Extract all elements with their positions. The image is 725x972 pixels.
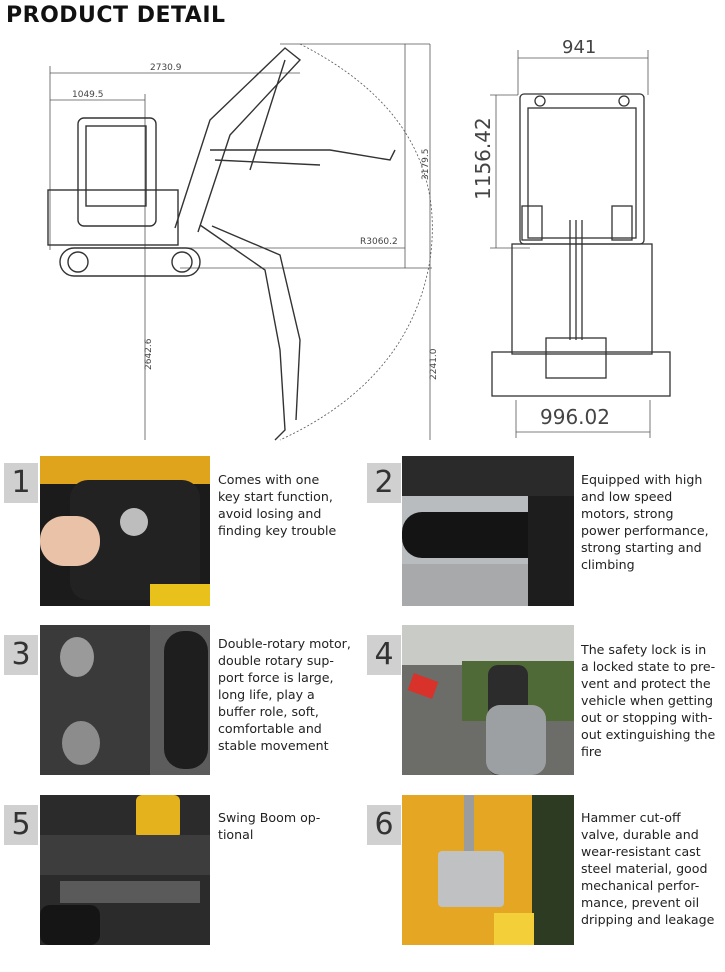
dim-max-height: 3179.5	[421, 149, 431, 181]
feature-number-badge: 3	[4, 635, 38, 675]
dim-front-height: 1156.42	[471, 117, 495, 200]
feature-number-badge: 1	[4, 463, 38, 503]
dim-rear-length: 1049.5	[72, 90, 104, 100]
dim-dig-depth: 2642.6	[144, 338, 154, 370]
feature-description: Swing Boom op- tional	[218, 810, 321, 842]
swing-boom-photo	[40, 795, 210, 945]
page-title: PRODUCT DETAIL	[6, 3, 226, 28]
feature-description: Equipped with high and low speed motors,…	[581, 472, 709, 572]
feature-description: Hammer cut-off valve, durable and wear-r…	[581, 810, 715, 927]
feature-number-badge: 4	[367, 635, 401, 675]
rotary-motor-photo	[40, 625, 210, 775]
safety-lock-photo	[402, 625, 574, 775]
dim-front-width: 941	[562, 37, 596, 58]
dim-overall-length: 2730.9	[150, 63, 182, 73]
feature-number-badge: 6	[367, 805, 401, 845]
dim-track-width: 996.02	[540, 405, 610, 429]
dim-dump-height: 2241.0	[429, 348, 439, 380]
dim-reach-radius: R3060.2	[360, 237, 398, 247]
feature-description: Comes with one key start function, avoid…	[218, 472, 337, 538]
key-start-photo	[40, 456, 210, 606]
track-motor-photo	[402, 456, 574, 606]
dimension-drawing: 2730.9 1049.5 3179.5 R3060.2 2642.6 2241…	[47, 37, 671, 441]
feature-number-badge: 5	[4, 805, 38, 845]
cutoff-valve-photo	[402, 795, 574, 945]
feature-number-badge: 2	[367, 463, 401, 503]
feature-description: The safety lock is in a locked state to …	[581, 642, 716, 759]
feature-description: Double-rotary motor, double rotary sup- …	[218, 636, 351, 753]
